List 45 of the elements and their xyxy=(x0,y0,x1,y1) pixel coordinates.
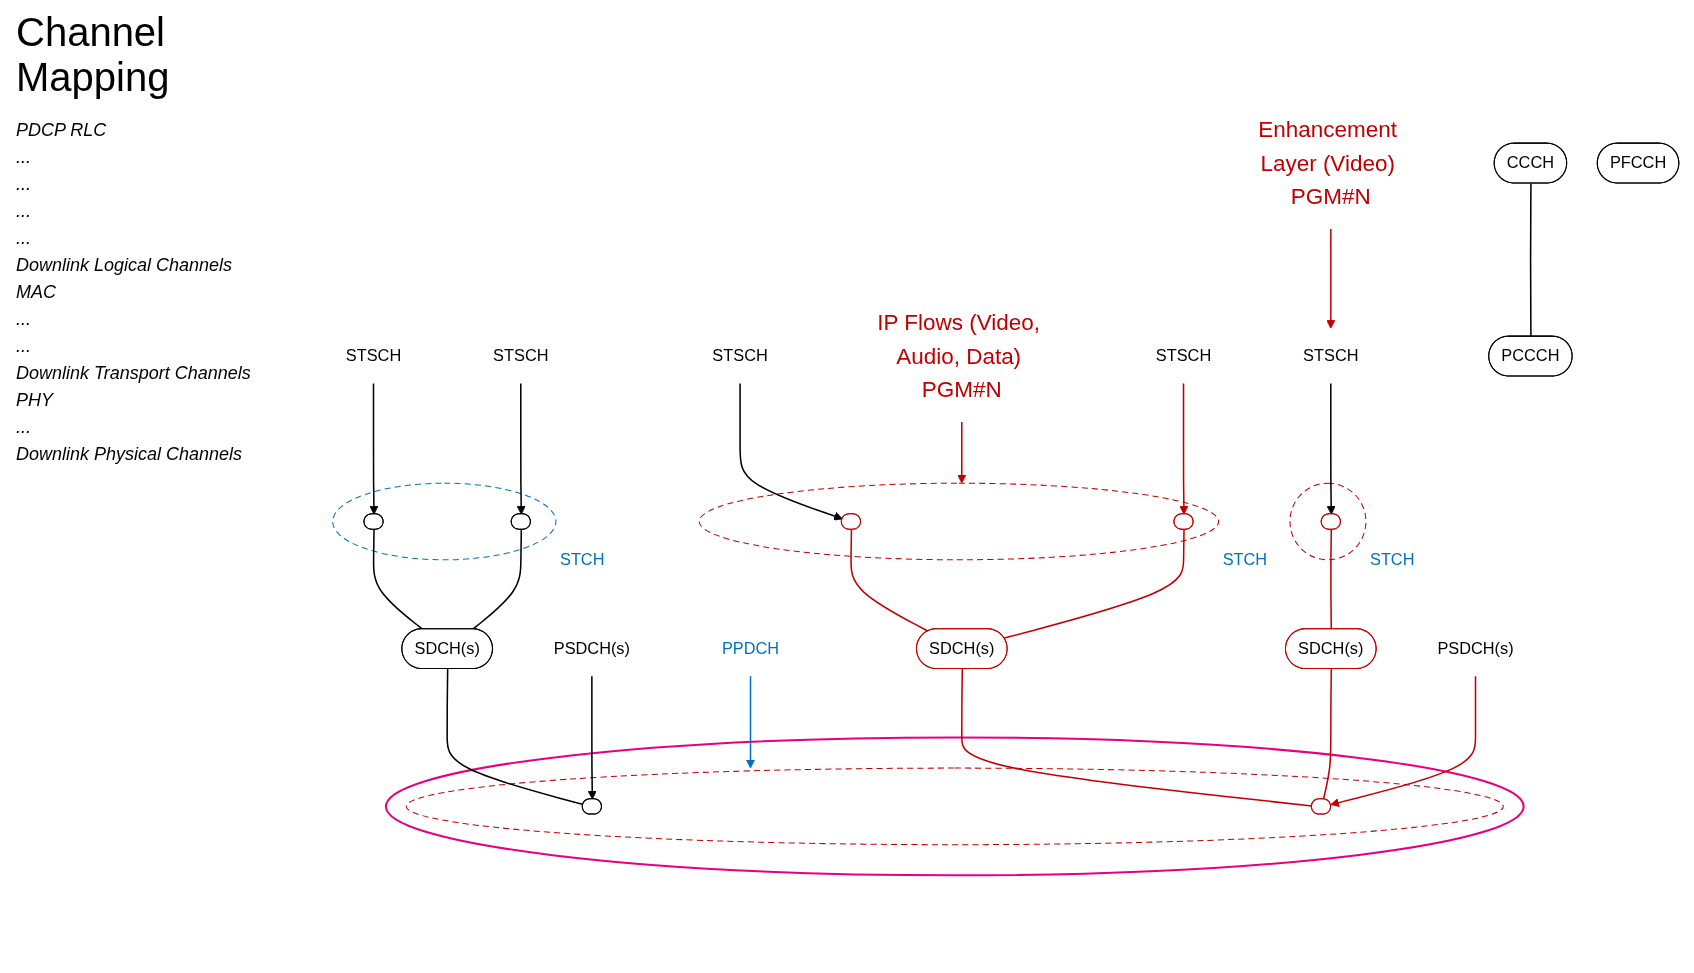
arrow xyxy=(957,421,967,484)
arrow xyxy=(1330,675,1477,808)
node-text: STSCH xyxy=(1155,347,1212,365)
node-text: PPDCH xyxy=(721,639,780,658)
node-text: STSCH xyxy=(1303,347,1359,365)
arrow xyxy=(1179,383,1189,515)
connector xyxy=(961,668,1313,807)
node-label: STCH xyxy=(559,550,605,569)
connector xyxy=(850,529,929,633)
layer-label: Downlink Logical Channels xyxy=(16,255,234,276)
node-text: STSCH xyxy=(345,347,402,365)
layer-label: ... xyxy=(16,147,32,168)
node-text: PSDCH(s) xyxy=(1437,639,1514,658)
connector xyxy=(1529,182,1532,338)
layer-label: ... xyxy=(16,309,32,330)
diagram-title: Channel Mapping xyxy=(16,10,171,100)
connector xyxy=(1322,668,1333,801)
node-label: STCH xyxy=(1369,550,1415,569)
connector xyxy=(446,668,584,806)
layer-label: PHY xyxy=(16,390,55,411)
node-text: PSDCH(s) xyxy=(553,639,630,658)
node-label: STCH xyxy=(1222,550,1268,569)
arrow xyxy=(1326,228,1336,330)
arrow xyxy=(587,675,597,800)
layer-label: ... xyxy=(16,417,32,438)
node-text: STSCH xyxy=(493,347,549,365)
layer-label: Downlink Transport Channels xyxy=(16,363,252,384)
layer-label: ... xyxy=(16,201,32,222)
layer-label: ... xyxy=(16,228,32,249)
arrow xyxy=(746,675,755,769)
arrow xyxy=(369,383,379,515)
layer-label: MAC xyxy=(16,282,57,303)
node-text: Enhancement Layer (Video) PGM#N xyxy=(1258,116,1398,210)
connector xyxy=(372,529,424,631)
arrow xyxy=(1326,383,1336,515)
layer-label: ... xyxy=(16,336,32,357)
connector xyxy=(472,529,523,631)
layer-label: PDCP RLC xyxy=(16,120,108,141)
node-text: IP Flows (Video, Audio, Data) PGM#N xyxy=(877,309,1041,403)
arrow xyxy=(739,383,843,521)
layer-label: ... xyxy=(16,174,32,195)
connector xyxy=(1003,529,1185,640)
layer-label: Downlink Physical Channels xyxy=(16,444,244,465)
arrow xyxy=(516,383,526,515)
node-text: STSCH xyxy=(712,347,768,365)
